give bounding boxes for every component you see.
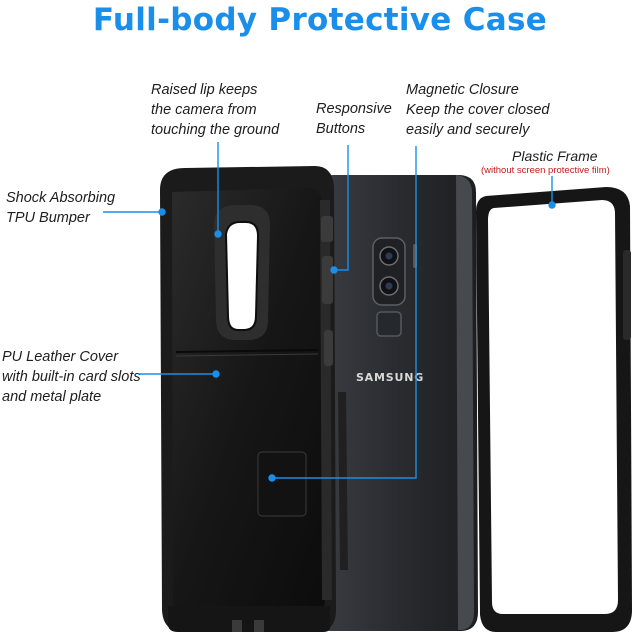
- shock-bumper-label: Shock Absorbing TPU Bumper: [6, 190, 116, 226]
- buttons-pointer: [330, 145, 349, 274]
- plastic-frame-pointer: [548, 176, 556, 209]
- leather-cover-label: PU Leather Cover with built-in card slot…: [2, 349, 141, 405]
- responsive-buttons-label: Responsive Buttons: [316, 101, 392, 137]
- plastic-frame-note: (without screen protective film): [481, 165, 610, 176]
- phone: SAMSUNG: [317, 175, 478, 631]
- leather-cover-pointer: [138, 370, 220, 378]
- raised-lip-pointer: [214, 142, 222, 238]
- magnetic-closure-pointer: [268, 146, 417, 482]
- plastic-frame-label: Plastic Frame: [512, 148, 598, 164]
- plastic-frame: [476, 187, 632, 632]
- samsung-logo-text: SAMSUNG: [356, 371, 424, 384]
- leather-case: [160, 166, 348, 632]
- raised-lip-label: Raised lip keeps the camera from touchin…: [151, 82, 280, 138]
- shock-bumper-pointer: [103, 208, 166, 216]
- page-title: Full-body Protective Case: [92, 2, 548, 38]
- magnetic-closure-label: Magnetic Closure Keep the cover closed e…: [406, 82, 550, 138]
